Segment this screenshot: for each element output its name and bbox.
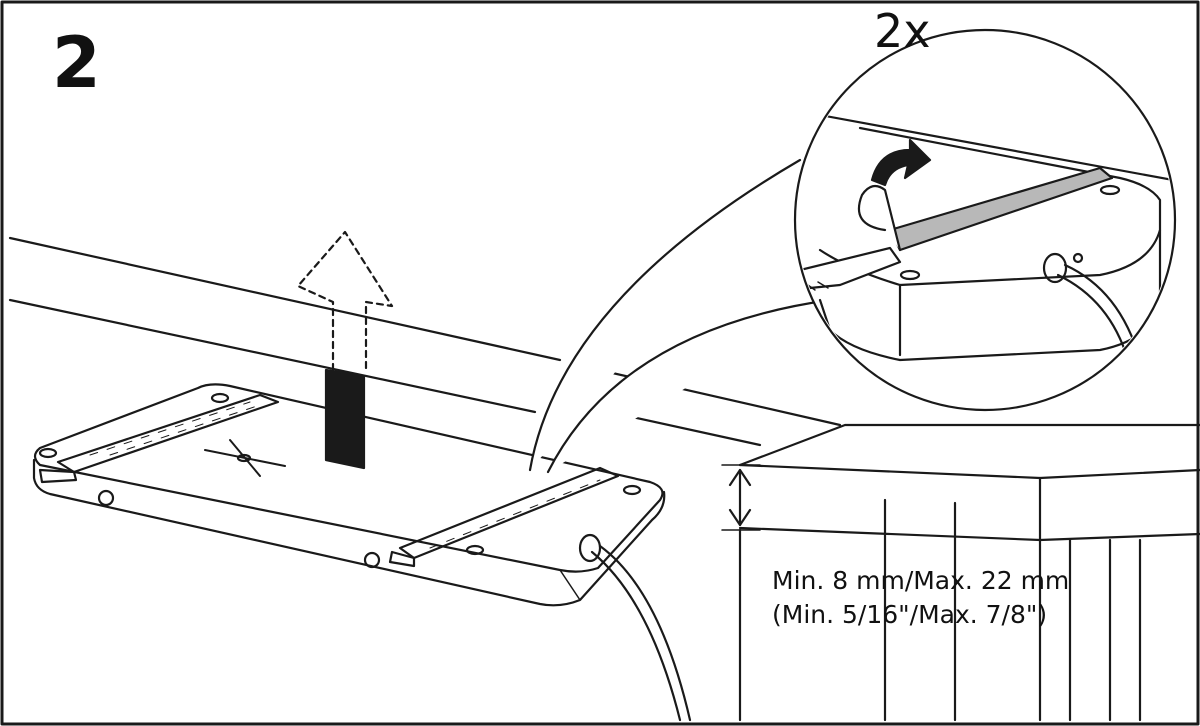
step-number: 2 [52,22,101,104]
thickness-dimension-arrow [721,464,761,531]
dimension-imperial: (Min. 5/16"/Max. 7/8") [772,600,1048,629]
detail-callout [793,28,1177,412]
callout-pointer [528,158,832,474]
lift-arrow-icon [296,230,394,374]
quantity-multiplier: 2x [874,4,931,58]
pull-tab [324,368,366,470]
table-edge [738,423,1200,722]
wireless-charger-pad [32,383,692,722]
dimension-metric: Min. 8 mm/Max. 22 mm [772,566,1070,595]
